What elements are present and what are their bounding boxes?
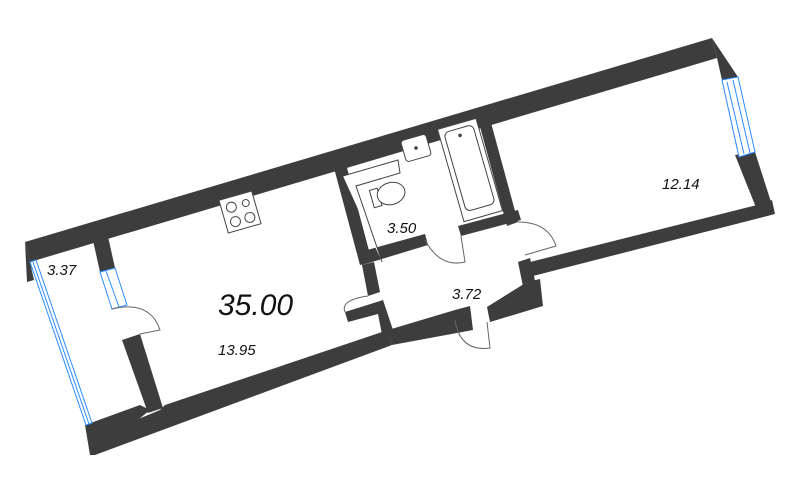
hall-bottom-wall bbox=[487, 279, 543, 322]
window-line bbox=[32, 261, 90, 425]
right-wall-lower bbox=[735, 152, 772, 210]
toilet-icon bbox=[368, 181, 406, 209]
living-hall-wall bbox=[362, 262, 380, 296]
room-area-balcony: 3.37 bbox=[47, 262, 77, 279]
room-area-bedroom: 12.14 bbox=[662, 176, 700, 193]
sink-icon bbox=[400, 134, 432, 162]
stove-icon bbox=[218, 190, 262, 234]
right-wall-upper bbox=[712, 38, 738, 80]
living-hall-wall-lower bbox=[345, 300, 395, 340]
living-door-arc bbox=[343, 295, 369, 313]
bedroom-door-arc bbox=[517, 221, 557, 256]
bedroom-window-frame bbox=[721, 76, 756, 158]
balcony-partition-upper bbox=[92, 232, 115, 272]
bathroom-left-wall bbox=[334, 164, 372, 265]
entrance-door-arc bbox=[454, 319, 491, 349]
bathroom-door-arc bbox=[424, 235, 466, 264]
bathroom-bottom-wall bbox=[360, 234, 428, 265]
top-wall bbox=[25, 38, 717, 262]
bathroom-door-jamb bbox=[458, 210, 521, 236]
window-line bbox=[105, 270, 120, 308]
shower-tray bbox=[342, 159, 401, 263]
window-line bbox=[732, 79, 751, 154]
total-area-label: 35.00 bbox=[218, 289, 293, 322]
balcony-door-arc bbox=[111, 306, 161, 335]
bathroom-right-wall bbox=[476, 108, 518, 226]
bedroom-bottom-wall bbox=[530, 200, 775, 276]
room-area-kitchen-living: 13.95 bbox=[218, 342, 256, 359]
room-area-hallway: 3.72 bbox=[452, 286, 482, 303]
living-bottom-wall-hall bbox=[388, 306, 473, 345]
room-area-bathroom: 3.50 bbox=[387, 220, 417, 237]
window-line bbox=[726, 81, 745, 155]
balcony-partition-lower bbox=[122, 334, 163, 413]
living-bottom-wall bbox=[88, 330, 392, 455]
balcony-bottom-wall bbox=[85, 405, 150, 455]
living-window bbox=[99, 267, 128, 310]
bathtub-icon bbox=[436, 117, 504, 223]
